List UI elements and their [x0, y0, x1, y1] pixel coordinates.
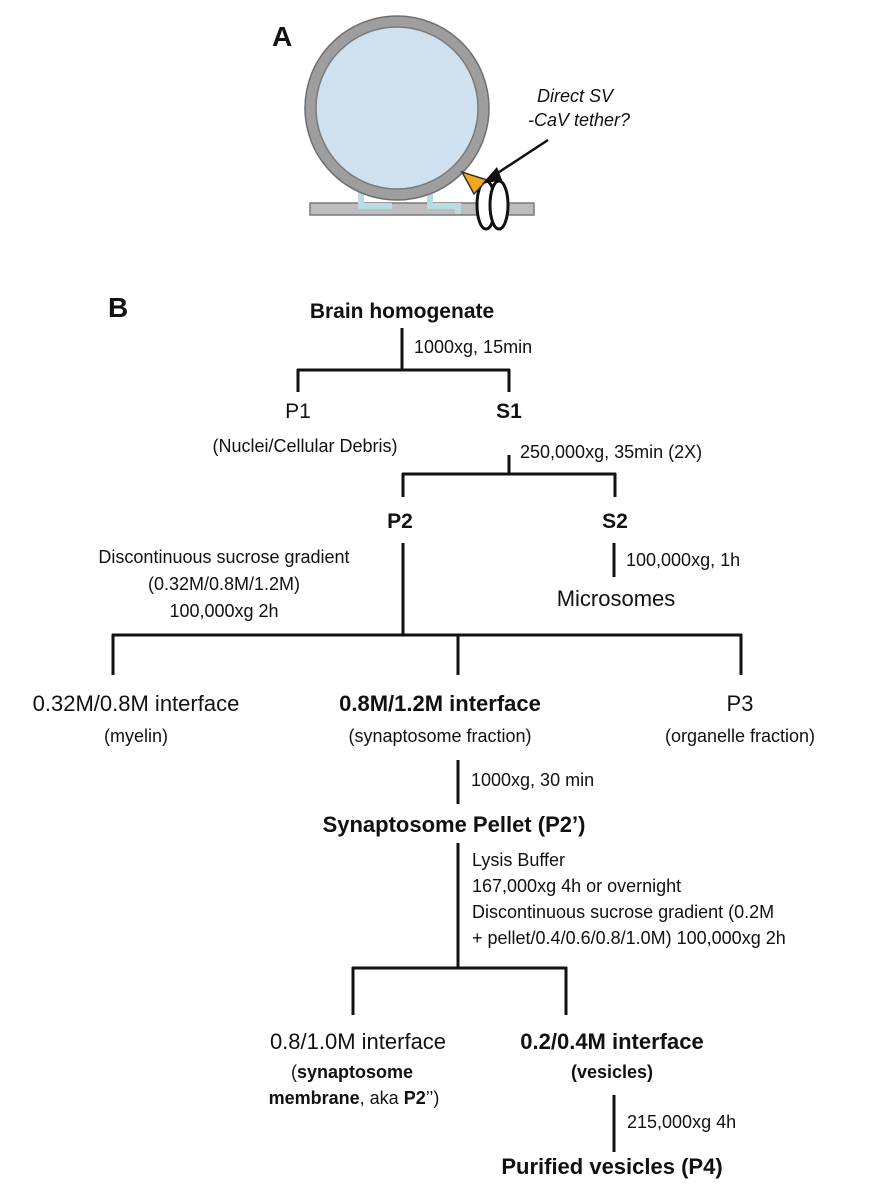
step-lysis-line4: + pellet/0.4/0.6/0.8/1.0M) 100,000xg 2h [472, 928, 786, 948]
node-vesicle-description: (vesicles) [571, 1062, 653, 1082]
tether-arrowhead [482, 167, 502, 184]
tether-arrow-shaft [489, 138, 549, 180]
node-vesicle-interface: 0.2/0.4M interface [520, 1029, 703, 1054]
step-100000xg-1h: 100,000xg, 1h [626, 550, 740, 570]
synaptic-vesicle [315, 26, 479, 190]
node-purified-vesicles: Purified vesicles (P4) [501, 1154, 722, 1179]
node-p1: P1 [285, 400, 311, 423]
node-p3: P3 [727, 691, 754, 716]
node-synaptosome-interface: 0.8M/1.2M interface [339, 691, 541, 716]
step-p2-gradient-line2: (0.32M/0.8M/1.2M) [148, 574, 300, 594]
node-membrane-description-line2: membrane, aka P2’’) [269, 1088, 440, 1108]
node-microsomes: Microsomes [557, 586, 676, 611]
node-membrane-interface: 0.8/1.0M interface [270, 1029, 446, 1054]
node-s1: S1 [496, 400, 522, 423]
step-250000xg-35min: 250,000xg, 35min (2X) [520, 442, 702, 462]
node-brain-homogenate: Brain homogenate [310, 300, 494, 323]
flowchart-connectors [111, 328, 743, 1152]
node-p2: P2 [387, 510, 413, 533]
synapse-illustration [304, 15, 549, 231]
panel-b-label: B [108, 292, 128, 323]
node-myelin-description: (myelin) [104, 726, 168, 746]
node-p3-description: (organelle fraction) [665, 726, 815, 746]
node-s2: S2 [602, 510, 628, 533]
node-membrane-description-line1: (synaptosome [291, 1062, 413, 1082]
tether-marker [460, 170, 489, 196]
step-215000xg-4h: 215,000xg 4h [627, 1112, 736, 1132]
step-lysis-line2: 167,000xg 4h or overnight [472, 876, 681, 896]
node-p1-description: (Nuclei/Cellular Debris) [212, 436, 397, 456]
step-p2-gradient-line1: Discontinuous sucrose gradient [98, 547, 349, 567]
node-synaptosome-pellet: Synaptosome Pellet (P2’) [323, 812, 586, 837]
tether-annotation-line2: -CaV tether? [528, 110, 630, 130]
node-myelin-interface: 0.32M/0.8M interface [33, 691, 240, 716]
step-lysis-line3: Discontinuous sucrose gradient (0.2M [472, 902, 774, 922]
node-synaptosome-description: (synaptosome fraction) [348, 726, 531, 746]
tether-annotation-line1: Direct SV [537, 86, 615, 106]
step-p2-gradient-line3: 100,000xg 2h [169, 601, 278, 621]
cav-channel-subunit-2 [488, 179, 510, 231]
step-1000xg-15min: 1000xg, 15min [414, 337, 532, 357]
step-lysis-line1: Lysis Buffer [472, 850, 565, 870]
panel-a-label: A [272, 21, 292, 52]
step-1000xg-30min: 1000xg, 30 min [471, 770, 594, 790]
